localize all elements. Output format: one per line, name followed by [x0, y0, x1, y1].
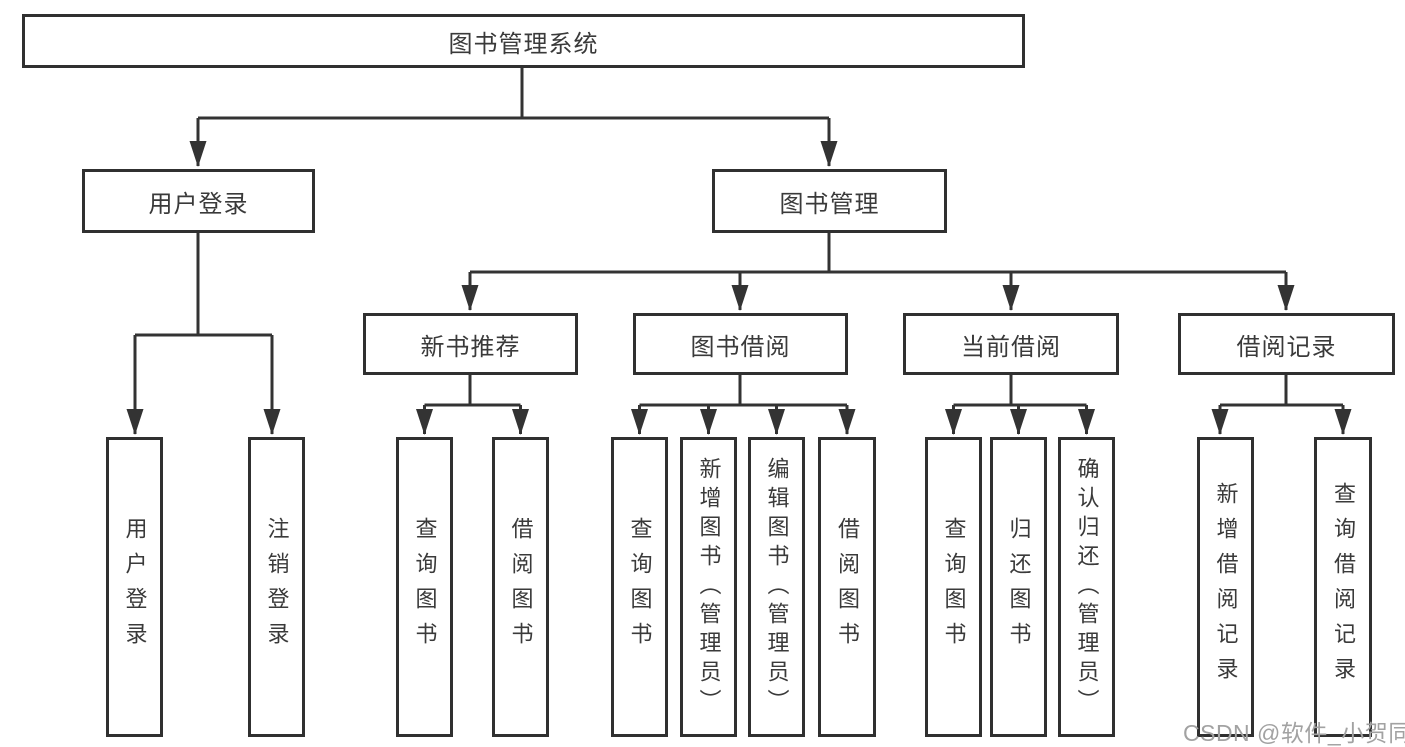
node-user-login: 用户登录 — [82, 169, 315, 233]
leaf-borrow-search-books: 查询图书 — [611, 437, 668, 737]
leaf-borrow-add-books-admin: 新增图书（管理员） — [680, 437, 737, 737]
leaf-records-add-record: 新增借阅记录 — [1197, 437, 1254, 737]
node-borrow-records: 借阅记录 — [1178, 313, 1395, 375]
watermark-text: CSDN @软件_小贺同学 — [1183, 720, 1405, 746]
leaf-borrow-borrow-books: 借阅图书 — [818, 437, 876, 737]
leaf-newbooks-search-books: 查询图书 — [396, 437, 453, 737]
leaf-current-return-books: 归还图书 — [990, 437, 1047, 737]
node-book-borrow: 图书借阅 — [633, 313, 848, 375]
node-new-book-recommend: 新书推荐 — [363, 313, 578, 375]
node-root: 图书管理系统 — [22, 14, 1025, 68]
leaf-borrow-edit-books-admin: 编辑图书（管理员） — [748, 437, 805, 737]
leaf-logout: 注销登录 — [248, 437, 305, 737]
leaf-current-confirm-return-admin: 确认归还（管理员） — [1058, 437, 1115, 737]
leaf-records-search-record: 查询借阅记录 — [1314, 437, 1372, 737]
node-book-management: 图书管理 — [712, 169, 947, 233]
node-current-borrow: 当前借阅 — [903, 313, 1119, 375]
leaf-user-login: 用户登录 — [106, 437, 163, 737]
leaf-current-search-books: 查询图书 — [925, 437, 982, 737]
leaf-newbooks-borrow-books: 借阅图书 — [492, 437, 549, 737]
